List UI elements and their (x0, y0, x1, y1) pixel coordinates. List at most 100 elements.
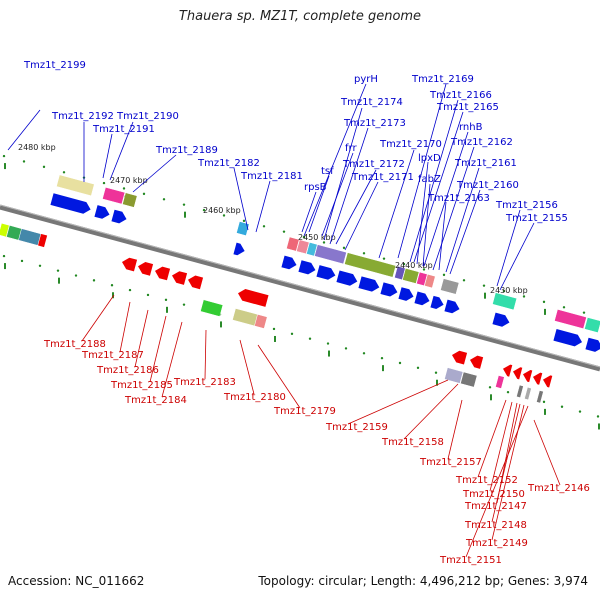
forward-gene-arrow (553, 329, 583, 347)
forward-gene-label: Tmz1t_2166 (429, 90, 492, 101)
gene-label-leader (7, 109, 41, 151)
reverse-gene-arrow (172, 271, 188, 285)
gene-label-leader (403, 383, 459, 440)
gene-label-leader (161, 321, 183, 398)
gene-cog-block (492, 292, 518, 311)
reverse-gene-label: Tmz1t_2188 (43, 339, 106, 350)
gene-label-leader (416, 161, 429, 265)
gene-label-leader (149, 315, 167, 383)
gene-cog-block (122, 192, 138, 208)
gene-label-leader (102, 133, 113, 179)
inner-scale-dot (2, 254, 6, 258)
reverse-gene-arrow (513, 367, 523, 380)
gene-label-leader (423, 131, 469, 267)
inner-tick (274, 335, 276, 342)
gene-label-leader (465, 405, 529, 558)
inner-scale-dot (326, 342, 330, 345)
gene-label-leader (413, 111, 464, 263)
gene-cog-block (394, 265, 406, 281)
gene-label-leader (438, 201, 447, 271)
reverse-gene-label: Tmz1t_2186 (96, 365, 159, 376)
reverse-gene-label: Tmz1t_2180 (223, 392, 286, 403)
inner-scale-dot (164, 298, 168, 302)
forward-gene-label: Tmz1t_2163 (427, 193, 490, 204)
forward-gene-arrow (298, 260, 316, 275)
forward-gene-arrow (430, 295, 444, 309)
forward-gene-arrow (414, 291, 430, 306)
gene-label-leader (329, 127, 369, 245)
gene-cog-block (524, 386, 532, 401)
forward-gene-arrow (358, 276, 380, 292)
reverse-gene-arrow (470, 355, 484, 369)
scale-kbp-label: 2430 kbp (490, 286, 528, 295)
gene-cog-block (584, 317, 600, 333)
gene-cog-block (232, 308, 260, 327)
inner-tick (598, 423, 600, 430)
gene-cog-block (536, 390, 544, 404)
outer-scale-dot (482, 284, 486, 287)
inner-scale-dot (74, 274, 78, 277)
gene-label-leader (335, 169, 377, 245)
outer-scale-dot (342, 246, 346, 250)
forward-gene-label: tsf (321, 166, 334, 177)
reverse-gene-label: Tmz1t_2159 (325, 422, 388, 433)
forward-gene-arrow (444, 299, 460, 314)
gene-label-leader (239, 339, 255, 395)
forward-gene-label: Tmz1t_2199 (23, 60, 86, 71)
inner-tick (58, 277, 60, 284)
gene-label-leader (132, 154, 177, 193)
inner-scale-dot (56, 269, 60, 272)
outer-scale-dot (242, 219, 246, 223)
inner-scale-dot (578, 410, 582, 413)
gene-label-leader (491, 404, 525, 541)
inner-tick (166, 306, 168, 313)
gene-label-leader (422, 183, 431, 267)
inner-scale-dot (20, 259, 24, 263)
outer-scale-dot (522, 295, 526, 298)
gene-label-leader (323, 107, 363, 241)
outer-scale-dot (402, 262, 406, 266)
inner-scale-dot (92, 279, 96, 282)
accession-text: Accession: NC_011662 (8, 574, 145, 588)
inner-scale-dot (128, 288, 132, 292)
outer-tick (544, 308, 546, 315)
inner-tick (436, 379, 438, 386)
inner-tick (490, 394, 492, 401)
outer-scale-dot (502, 289, 506, 293)
outer-tick (184, 211, 186, 218)
gene-label-leader (378, 149, 415, 259)
forward-gene-arrow (50, 193, 91, 214)
gene-cog-block (296, 239, 310, 255)
gene-cog-block (56, 174, 95, 197)
gene-label-leader (303, 83, 367, 237)
inner-scale-dot (506, 390, 510, 394)
gene-label-leader (233, 167, 249, 231)
forward-gene-label: Tmz1t_2181 (240, 171, 303, 182)
outer-tick (484, 292, 486, 299)
outer-tick (4, 163, 6, 170)
reverse-gene-arrow (238, 289, 269, 307)
gene-cog-block (286, 236, 300, 252)
outer-scale-dot (442, 273, 446, 277)
gene-label-leader (344, 181, 379, 251)
outer-scale-dot (322, 241, 326, 244)
gene-label-leader (477, 399, 507, 478)
gene-cog-block (200, 299, 224, 317)
forward-gene-label: lpxD (418, 153, 441, 164)
forward-gene-label: Tmz1t_2173 (343, 118, 406, 129)
forward-gene-label: fabZ (418, 174, 441, 185)
forward-gene-label: Tmz1t_2182 (197, 158, 260, 169)
outer-scale-dot (362, 252, 366, 255)
reverse-gene-arrow (138, 262, 154, 276)
gene-cog-block (344, 252, 397, 278)
forward-gene-label: Tmz1t_2165 (436, 102, 499, 113)
outer-scale-dot (462, 279, 466, 282)
gene-label-leader (499, 222, 535, 291)
topology-text: Topology: circular; Length: 4,496,212 bp… (258, 574, 588, 588)
forward-gene-arrow (316, 265, 336, 280)
inner-scale-dot (560, 405, 564, 408)
forward-gene-label: Tmz1t_2155 (505, 213, 568, 224)
outer-scale-dot (542, 300, 546, 304)
